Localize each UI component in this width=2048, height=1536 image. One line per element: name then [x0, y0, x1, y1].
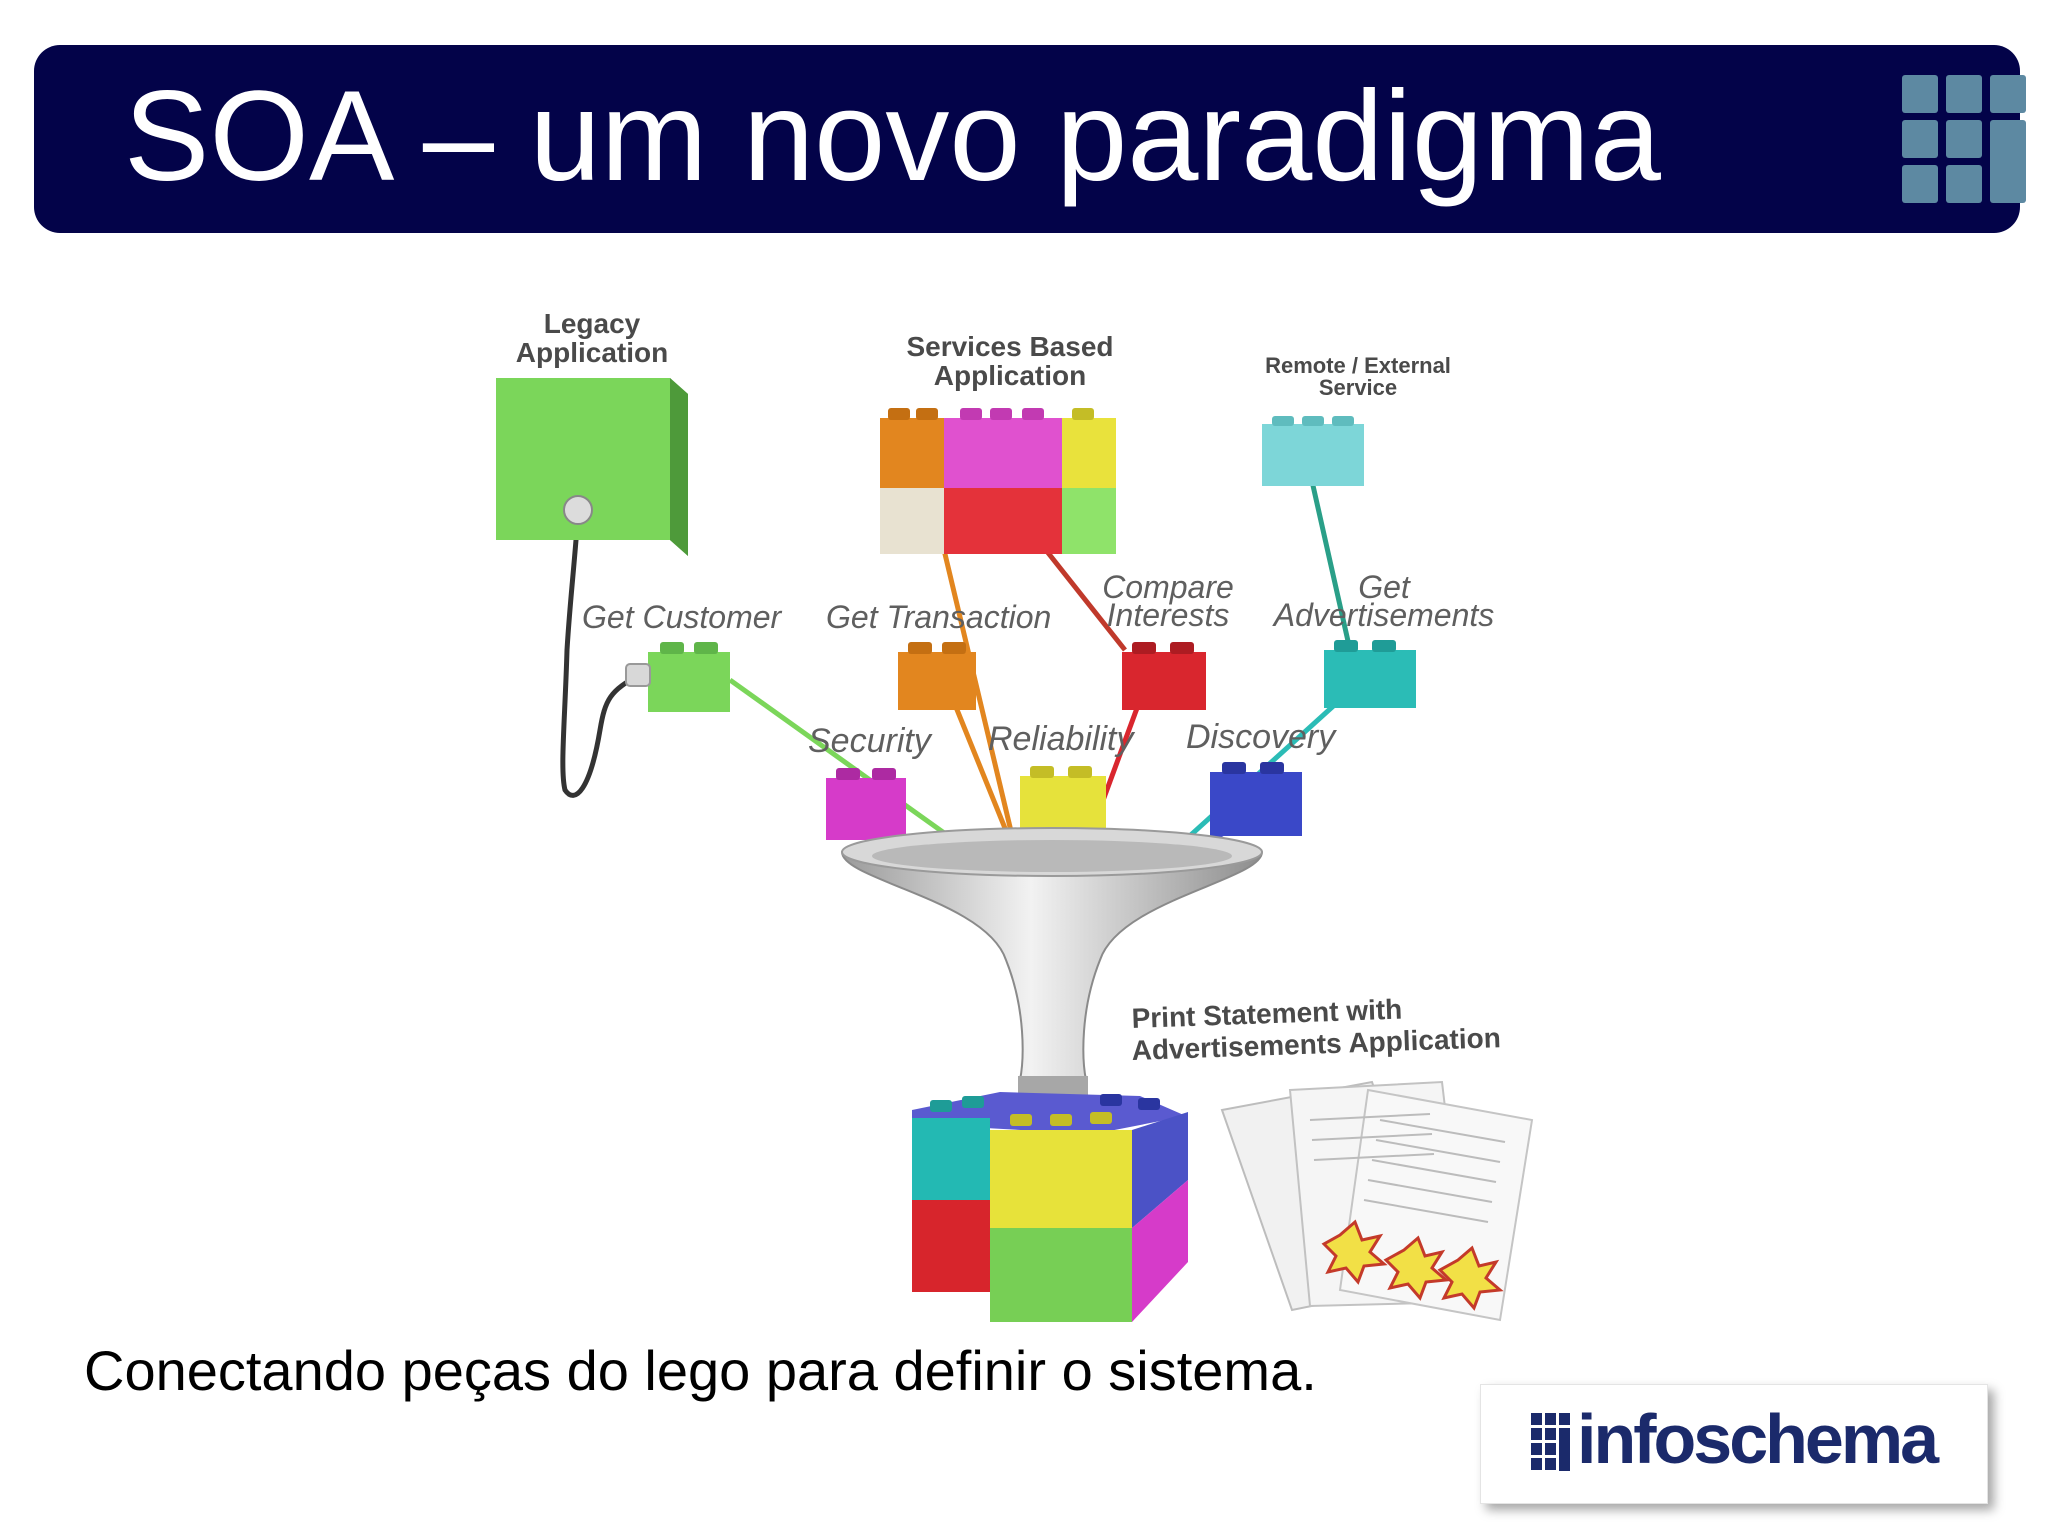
discovery-label: Discovery — [1186, 718, 1337, 756]
services-application-block — [880, 408, 1116, 554]
get-ads-label-line1: Get — [1358, 569, 1411, 605]
legacy-label-line2: Application — [516, 337, 668, 368]
reliability-label: Reliability — [988, 720, 1135, 758]
services-label-line1: Services Based — [906, 331, 1113, 362]
compare-interests-brick — [1122, 642, 1206, 710]
brand-name: infoschema — [1577, 1400, 1939, 1478]
discovery-brick — [1210, 762, 1302, 836]
header-bar: SOA – um novo paradigma — [34, 45, 2026, 233]
document-icon — [1220, 1080, 1534, 1322]
get-customer-brick — [625, 642, 730, 712]
funnel-icon — [840, 827, 1264, 1096]
services-label-line2: Application — [934, 360, 1086, 391]
remote-label-line1: Remote / External — [1265, 353, 1451, 378]
brand-logo: infoschema — [1480, 1384, 1988, 1504]
legacy-cable — [560, 512, 642, 798]
remote-label-line2: Service — [1319, 375, 1397, 400]
get-transaction-brick — [898, 642, 976, 710]
output-lego-cube — [912, 1092, 1188, 1322]
get-customer-label: Get Customer — [582, 599, 783, 635]
get-advertisements-brick — [1324, 640, 1416, 708]
get-ads-label-line2: Advertisements — [1272, 597, 1495, 633]
compare-label-line2: Interests — [1107, 597, 1230, 633]
legacy-application-block — [496, 378, 688, 556]
security-label: Security — [808, 722, 933, 760]
slide-title: SOA – um novo paradigma — [124, 65, 1661, 208]
grid-logo-icon — [1531, 1413, 1570, 1471]
remote-service-block — [1262, 416, 1364, 486]
legacy-label-line1: Legacy — [544, 308, 641, 339]
grid-logo-icon — [1902, 75, 2026, 203]
security-brick — [826, 768, 906, 840]
slide-caption: Conectando peças do lego para definir o … — [84, 1339, 1317, 1402]
compare-label-line1: Compare — [1102, 569, 1234, 605]
get-transaction-label: Get Transaction — [826, 599, 1051, 635]
